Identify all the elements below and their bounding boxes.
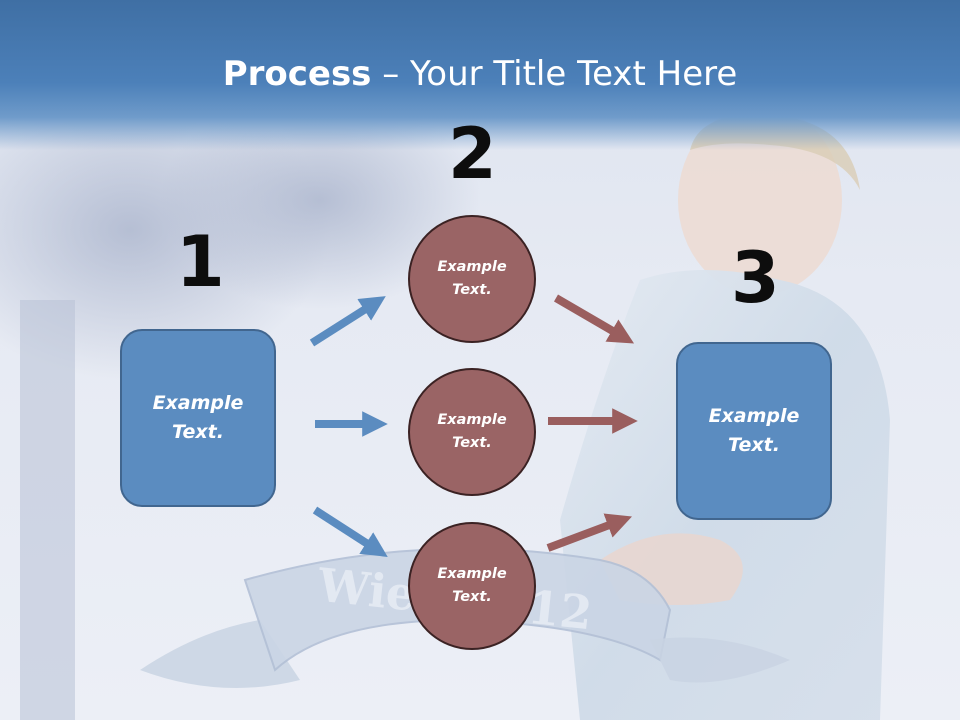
- slide-title: Process – Your Title Text Here: [0, 52, 960, 96]
- circle-top-label: Example Text.: [437, 259, 507, 298]
- arrow-bottom-to-3: [546, 513, 632, 552]
- circle-middle-label: Example Text.: [437, 412, 507, 451]
- step-2-circle-middle[interactable]: Example Text.: [408, 368, 536, 496]
- step-1-box[interactable]: Example Text.: [120, 329, 276, 507]
- step-number-3: 3: [731, 237, 780, 319]
- title-bold: Process: [222, 54, 372, 94]
- step-1-label: Example Text.: [152, 392, 244, 443]
- step-number-1: 1: [176, 221, 225, 303]
- title-rest: – Your Title Text Here: [371, 54, 738, 94]
- step-number-2: 2: [448, 113, 497, 195]
- arrow-1-to-bottom: [312, 506, 388, 557]
- circle-bottom-label: Example Text.: [437, 566, 507, 605]
- arrow-top-to-3: [553, 294, 635, 344]
- step-2-circle-top[interactable]: Example Text.: [408, 215, 536, 343]
- step-3-box[interactable]: Example Text.: [676, 342, 832, 520]
- step-2-circle-bottom[interactable]: Example Text.: [408, 522, 536, 650]
- title-bar: [0, 0, 960, 150]
- arrow-1-to-top: [309, 296, 386, 347]
- step-3-label: Example Text.: [708, 405, 800, 456]
